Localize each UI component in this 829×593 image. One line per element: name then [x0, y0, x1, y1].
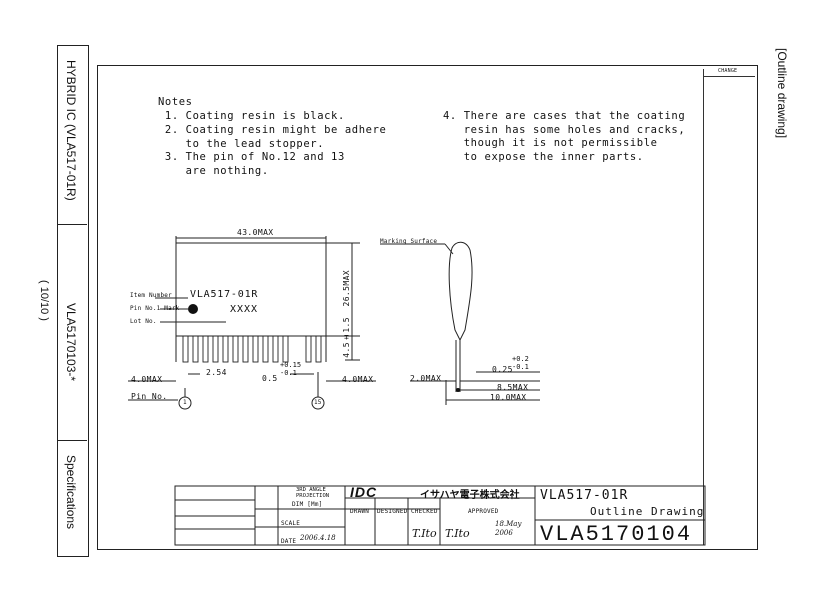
date-value: 2006.4.18	[300, 534, 336, 542]
dim-unit-label: DIM [Mm]	[292, 501, 323, 508]
part-marking: VLA517-01R	[190, 289, 259, 300]
left-margin-dim: 4.0MAX	[131, 375, 163, 384]
note-4: 4. There are cases that the coating resi…	[443, 110, 686, 163]
lot-no-label: Lot No.	[130, 318, 157, 325]
pin-width-tol: +0.15 -0.1	[280, 361, 302, 377]
part-name: VLA517-01R	[540, 488, 629, 503]
lot-marking: XXXX	[230, 304, 259, 315]
change-header-row	[703, 69, 755, 77]
note-1: 1. Coating resin is black.	[158, 110, 345, 122]
thickness-tol: +0.2 -0.1	[512, 355, 529, 371]
approved-by-signature: T.Ito	[445, 527, 470, 540]
left-divider	[57, 224, 87, 225]
drawing-number: VLA5170104	[540, 522, 693, 547]
pin1-mark-label: Pin No.1 Mark	[130, 305, 180, 312]
checked-label: CHECKED	[411, 508, 438, 515]
side-body-dim: 8.5MAX	[497, 383, 529, 392]
date-label: DATE	[281, 538, 297, 545]
right-margin-dim: 4.0MAX	[342, 375, 374, 384]
company-name: イサハヤ電子株式会社	[420, 490, 520, 501]
drawing-inner-frame	[101, 69, 704, 545]
drawing-title: Outline Drawing	[590, 505, 705, 518]
pin-no-label: Pin No.	[131, 392, 168, 401]
notes-heading: Notes	[158, 96, 193, 108]
pin-first: 1	[183, 399, 187, 406]
designed-label: DESIGNED	[377, 508, 408, 515]
pin-last: 15	[314, 399, 322, 406]
category-label: HYBRID IC (VLA517-01R)	[64, 60, 78, 201]
approved-date: 18.May 2006	[495, 520, 522, 537]
marking-surface-label: Marking Surface	[380, 238, 438, 245]
note-2: 2. Coating resin might be adhere to the …	[164, 124, 387, 150]
approved-label: APPROVED	[468, 508, 499, 515]
thickness-dim: 0.25	[492, 365, 513, 374]
doc-number-label: VLA5170103-*	[64, 303, 78, 382]
side-total-dim: 10.0MAX	[490, 393, 527, 402]
outline-drawing-side-label: [Outline drawing]	[775, 48, 789, 139]
item-number-label: Item Number	[130, 292, 172, 299]
drawing-frame	[97, 65, 758, 550]
drawn-label: DRAWN	[350, 508, 370, 515]
page-label: ( 10/10 )	[38, 280, 50, 321]
pitch-dim: 2.54	[206, 368, 227, 377]
projection-label: 3RD ANGLE PROJECTION	[296, 487, 330, 499]
change-header: CHANGE	[718, 68, 738, 74]
left-divider	[57, 440, 87, 441]
scale-label: SCALE	[281, 520, 301, 527]
pin-width-dim: 0.5	[262, 374, 278, 383]
width-max-dim: 43.0MAX	[237, 228, 274, 237]
left-border-box	[57, 45, 89, 557]
company-logo: IDC	[350, 484, 378, 500]
section-label: Specifications	[64, 455, 78, 530]
side-lead-dim: 2.0MAX	[410, 374, 442, 383]
checked-by-signature: T.Ito	[412, 527, 437, 540]
note-3: 3. The pin of No.12 and 13 are nothing.	[164, 151, 345, 177]
